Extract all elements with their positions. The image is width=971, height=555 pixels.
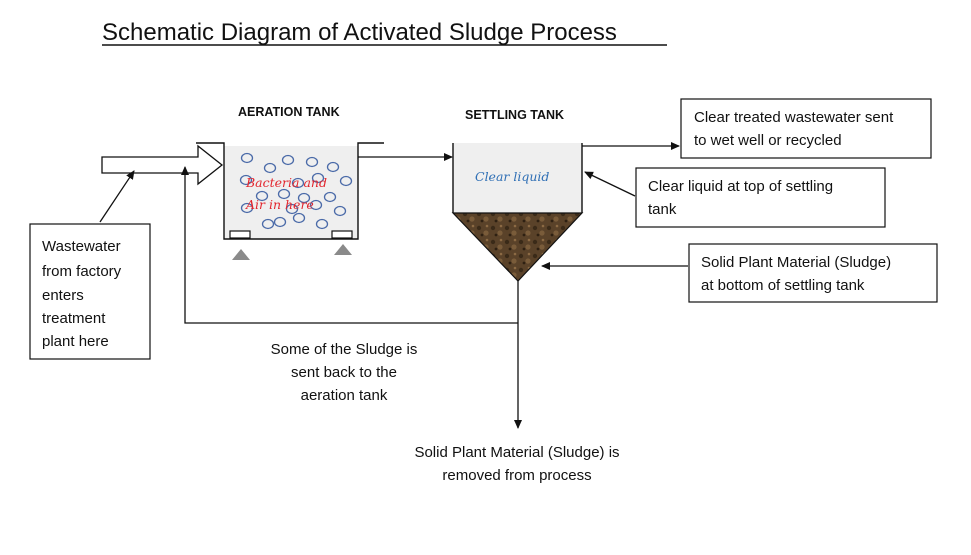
callout-line: from factory (42, 263, 122, 280)
sludge-layer (451, 212, 584, 282)
air-bubble (333, 205, 347, 217)
callout-line: Solid Plant Material (Sludge) (701, 254, 891, 271)
air-bubble (291, 177, 305, 189)
air-bubble (239, 174, 253, 186)
aeration-tank-label-line1: Bacteria and (245, 175, 327, 190)
air-bubble (285, 203, 299, 215)
aeration-tank-heading: AERATION TANK (238, 105, 340, 119)
air-diffuser-right (331, 230, 353, 239)
callout-line: Clear liquid at top of settling (648, 178, 833, 195)
air-bubble (292, 212, 306, 224)
callout-line: enters (42, 287, 84, 304)
air-bubble (263, 162, 277, 174)
callout-line: plant here (42, 333, 109, 350)
air-bubble (326, 161, 340, 173)
settling-tank-heading: SETTLING TANK (465, 108, 564, 122)
callout-line: Clear treated wastewater sent (694, 109, 894, 126)
air-bubble (255, 190, 269, 202)
label-line: aeration tank (301, 387, 388, 404)
inlet-block-arrow (101, 144, 224, 186)
page-title: Schematic Diagram of Activated Sludge Pr… (102, 19, 617, 46)
callout-line: treatment (42, 310, 106, 327)
air-bubble (261, 218, 275, 230)
air-bubble (311, 172, 325, 184)
label-line: Some of the Sludge is (271, 341, 418, 358)
sludge-return-line (181, 166, 518, 324)
air-bubble (273, 216, 287, 228)
air-bubble (323, 191, 337, 203)
air-bubble (315, 218, 329, 230)
wastewater-inlet-callout: Wastewater from factory enters treatment… (29, 223, 151, 360)
air-bubble (240, 152, 254, 164)
tank-support-left (232, 249, 250, 260)
sludge-bottom-callout: Solid Plant Material (Sludge) at bottom … (688, 243, 938, 303)
callout-line: to wet well or recycled (694, 132, 842, 149)
settling-tank-clear-liquid-label: Clear liquid (475, 169, 549, 184)
sludge-removed-label: Solid Plant Material (Sludge) is removed… (414, 444, 619, 484)
air-bubble (240, 202, 254, 214)
air-diffuser-left (229, 230, 251, 239)
aeration-tank-label-line2: Air in here (245, 197, 314, 212)
air-bubble (281, 154, 295, 166)
label-line: sent back to the (291, 364, 397, 381)
label-line: removed from process (442, 467, 591, 484)
air-bubble (277, 188, 291, 200)
air-bubble (305, 156, 319, 168)
air-bubble (339, 175, 353, 187)
settling-tank: Clear liquid (451, 143, 584, 282)
callout-line: Wastewater (42, 238, 121, 255)
air-bubble (309, 199, 323, 211)
treated-outlet-callout: Clear treated wastewater sent to wet wel… (680, 98, 932, 159)
tank-support-right (334, 244, 352, 255)
inlet-pointer-arrow (99, 170, 135, 223)
air-bubble (297, 192, 311, 204)
air-bubbles (239, 152, 353, 230)
label-line: Solid Plant Material (Sludge) is (414, 444, 619, 461)
clear-liquid-callout: Clear liquid at top of settling tank (635, 167, 886, 228)
callout-line: at bottom of settling tank (701, 277, 865, 294)
clear-liquid-pointer-arrow (584, 171, 636, 197)
sludge-return-label: Some of the Sludge is sent back to the a… (271, 341, 418, 404)
callout-line: tank (648, 201, 677, 218)
aeration-tank: Bacteria and Air in here (196, 142, 384, 260)
